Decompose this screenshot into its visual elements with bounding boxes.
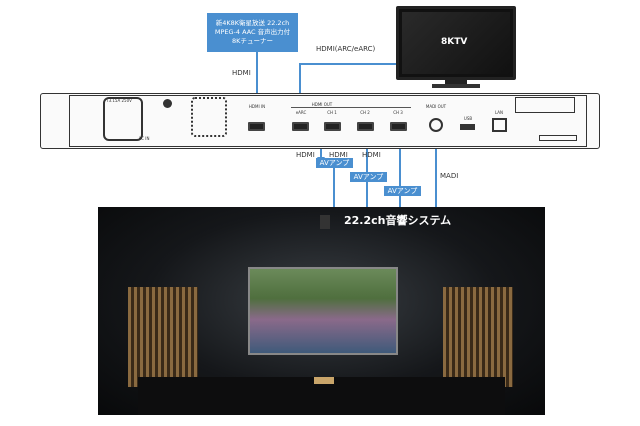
ch2-port	[357, 122, 374, 131]
tv-base	[432, 84, 480, 88]
hdmi-out-label: HDMI OUT	[311, 102, 333, 107]
theater-photo: 22.2ch音響システム	[98, 207, 545, 415]
ch3-label: CH 3	[393, 110, 403, 115]
ceiling-speaker	[320, 215, 330, 229]
left-diffuser	[128, 287, 198, 387]
ch2-label: CH 2	[360, 110, 370, 115]
hdmi-link-label-1: HDMI	[296, 151, 315, 159]
tuner-line-3: 8Kチューナー	[232, 37, 273, 45]
tv-stand	[445, 80, 467, 84]
ch1-port	[324, 122, 341, 131]
power-label: T3.15A 250V	[106, 98, 132, 103]
cinema-screen	[248, 267, 398, 355]
ground-terminal	[163, 99, 172, 108]
usb-label: USB	[463, 116, 473, 121]
right-diffuser	[443, 287, 513, 387]
av-amp-2: AVアンプ	[350, 172, 387, 182]
ch3-port	[390, 122, 407, 131]
rack-device: T3.15A 250V AC IN HDMI IN HDMI OUT eARC …	[40, 93, 600, 149]
fan-icon	[191, 97, 227, 137]
hdmi-in-link-label: HDMI	[232, 69, 251, 77]
model-plate	[539, 135, 577, 141]
lan-label: LAN	[494, 110, 504, 115]
tuner-line-1: 新4K8K衛星放送 22.2ch	[215, 19, 290, 27]
hdmi-link-label-3: HDMI	[362, 151, 381, 159]
rating-plate	[515, 97, 575, 113]
lan-port	[492, 118, 507, 132]
tv-label: 8KTV	[441, 37, 468, 47]
madi-bnc-port	[429, 118, 443, 132]
power-inlet	[103, 97, 143, 141]
hdmi-in-port	[248, 122, 265, 131]
earc-port	[292, 122, 309, 131]
theater-title: 22.2ch音響システム	[344, 214, 452, 227]
ch1-label: CH 1	[327, 110, 337, 115]
hdmi-in-label: HDMI IN	[248, 104, 266, 109]
hdmi-arc-link-label: HDMI(ARC/eARC)	[316, 45, 376, 53]
madi-link-label: MADI	[440, 172, 459, 180]
hdmi-link-label-2: HDMI	[329, 151, 348, 159]
earc-label: eARC	[295, 110, 307, 115]
av-amp-3: AVアンプ	[384, 186, 421, 196]
ac-in-label: AC IN	[138, 136, 150, 141]
center-table	[314, 377, 334, 384]
tuner-line-2: MPEG-4 AAC 音声出力付	[214, 28, 291, 36]
madi-out-label: MADI OUT	[425, 104, 447, 109]
tuner-box: 新4K8K衛星放送 22.2ch MPEG-4 AAC 音声出力付 8Kチューナ…	[207, 13, 298, 52]
usb-port	[460, 124, 475, 130]
tv: 8KTV	[396, 6, 516, 80]
av-amp-1: AVアンプ	[316, 158, 353, 168]
